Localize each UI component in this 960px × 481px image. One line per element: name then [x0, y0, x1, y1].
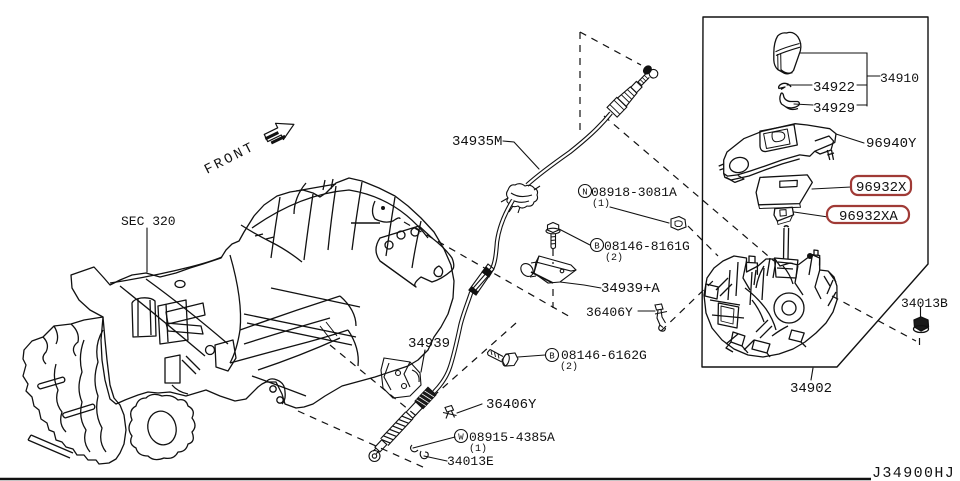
svg-text:34935M: 34935M: [452, 134, 502, 150]
svg-text:B: B: [549, 352, 555, 362]
svg-text:34939+A: 34939+A: [601, 281, 660, 297]
svg-text:08146-8161G: 08146-8161G: [604, 239, 690, 254]
svg-text:34922: 34922: [813, 80, 855, 96]
svg-text:08146-6162G: 08146-6162G: [561, 348, 647, 363]
svg-text:SEC 320: SEC 320: [121, 214, 176, 229]
svg-text:(1): (1): [592, 198, 610, 210]
svg-text:(2): (2): [560, 361, 578, 373]
svg-text:34013B: 34013B: [901, 296, 948, 311]
svg-text:W: W: [458, 433, 464, 443]
svg-text:B: B: [594, 242, 600, 252]
svg-text:34902: 34902: [790, 381, 832, 397]
svg-text:34013E: 34013E: [447, 454, 494, 469]
svg-text:96932XA: 96932XA: [839, 209, 898, 225]
svg-text:36406Y: 36406Y: [586, 305, 633, 320]
svg-text:34910: 34910: [880, 71, 919, 86]
svg-text:36406Y: 36406Y: [486, 397, 537, 413]
svg-text:(2): (2): [605, 252, 623, 264]
svg-text:96932X: 96932X: [856, 180, 907, 196]
svg-text:34929: 34929: [813, 101, 855, 117]
svg-text:96940Y: 96940Y: [866, 136, 917, 152]
svg-text:J34900HJ: J34900HJ: [872, 465, 955, 481]
svg-text:N: N: [582, 188, 587, 198]
svg-text:08915-4385A: 08915-4385A: [469, 430, 555, 445]
svg-text:08918-3081A: 08918-3081A: [591, 185, 677, 200]
svg-text:(1): (1): [469, 443, 487, 455]
svg-text:34939: 34939: [408, 336, 450, 352]
